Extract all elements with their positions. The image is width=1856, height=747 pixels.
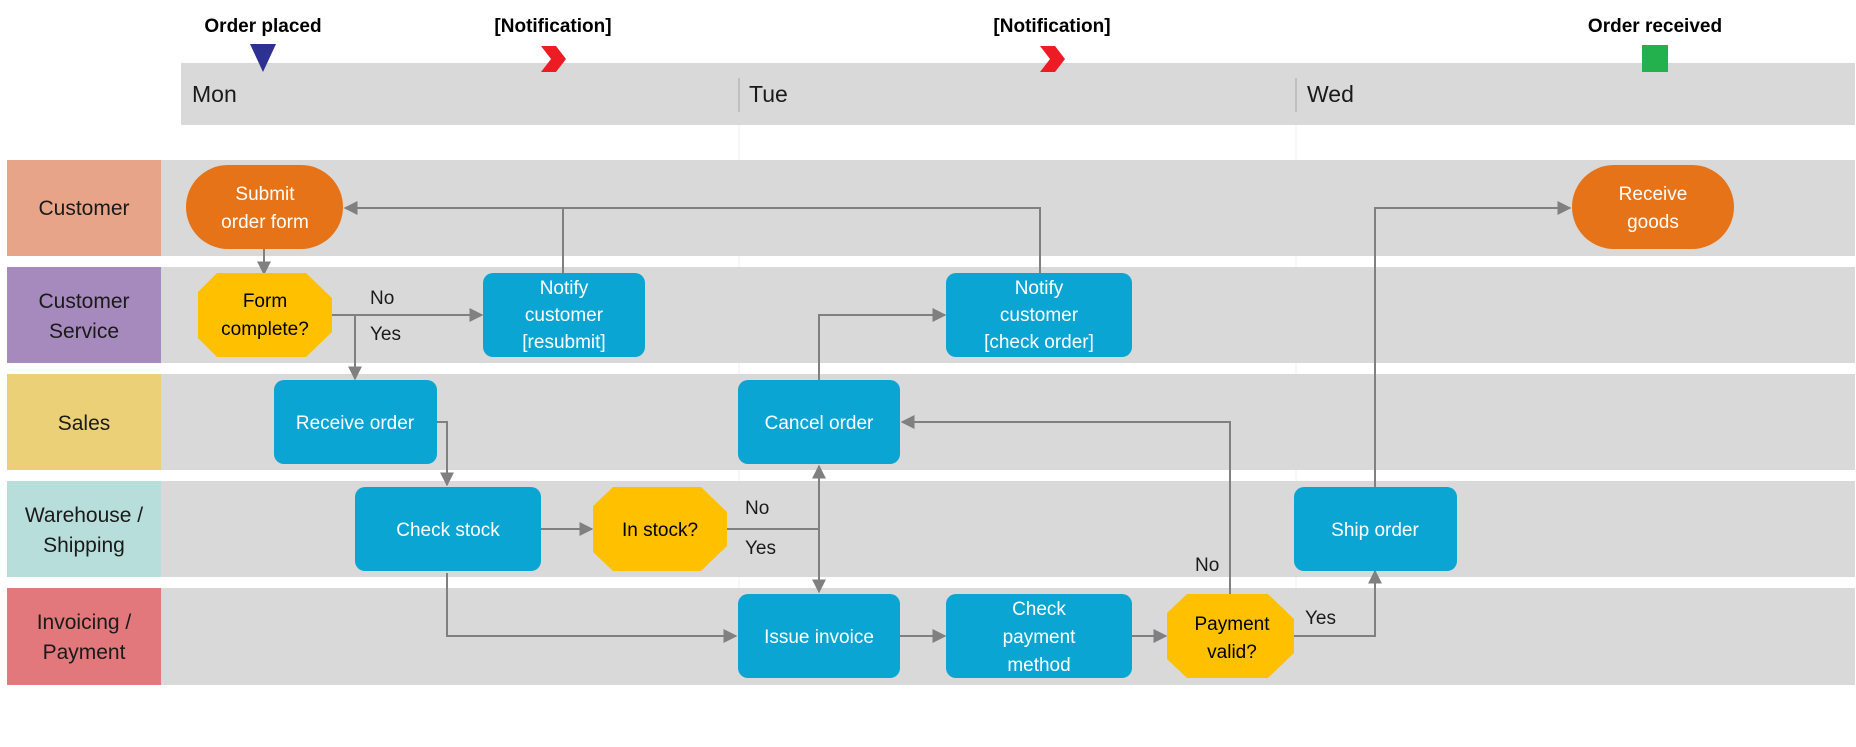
- edge-label-payment-yes: Yes: [1305, 608, 1336, 629]
- node-label-payment-valid: Payment: [1195, 614, 1271, 635]
- node-label-cancel-order: Cancel order: [765, 413, 874, 434]
- edge-label-stock-no: No: [745, 498, 769, 519]
- edge-label-form-yes: Yes: [370, 324, 401, 345]
- task-check-payment-method: [946, 594, 1132, 678]
- connector-receive-to-stock: [437, 421, 454, 487]
- lane-header-invoicing-payment: [7, 588, 161, 685]
- day-label-wed: Wed: [1307, 81, 1354, 107]
- task-cancel-order: [738, 380, 900, 464]
- lane-header-customer-service: [7, 267, 161, 363]
- task-issue-invoice: [738, 594, 900, 678]
- edge-label-stock-yes: Yes: [745, 538, 776, 559]
- lane-label-customer: Customer: [38, 197, 129, 220]
- decision-in-stock: [593, 487, 727, 571]
- task-check-stock: [355, 487, 541, 571]
- lane-label-customer-service: Customer: [38, 290, 129, 313]
- chevron-icon: [541, 46, 566, 72]
- milestone-label-notification-2: [Notification]: [993, 16, 1110, 37]
- lane-label-customer-service: Service: [49, 320, 119, 343]
- lane-label-sales: Sales: [58, 412, 111, 435]
- node-label-form-complete: complete?: [221, 319, 309, 340]
- node-label-receive-order: Receive order: [296, 413, 415, 434]
- lane-header-sales: [7, 374, 161, 470]
- lane-label-warehouse-shipping: Shipping: [43, 534, 125, 557]
- node-label-check-payment: Check: [1012, 599, 1066, 620]
- node-label-in-stock: In stock?: [622, 520, 698, 541]
- task-notify-customer-resubmit: [483, 273, 645, 357]
- lane-header-warehouse-shipping: [7, 481, 161, 577]
- node-label-notify-check: customer: [1000, 305, 1079, 326]
- connector-cancel-to-notify: [818, 308, 947, 381]
- task-receive-order: [274, 380, 437, 464]
- milestone-label-order-placed: Order placed: [204, 16, 321, 37]
- triangle-down-icon: [250, 44, 276, 72]
- node-label-check-stock: Check stock: [396, 520, 500, 541]
- day-label-tue: Tue: [749, 81, 788, 107]
- terminal-receive-goods: [1572, 165, 1734, 249]
- node-label-ship-order: Ship order: [1331, 520, 1419, 541]
- decision-form-complete: [198, 273, 332, 357]
- milestone-label-notification-1: [Notification]: [494, 16, 611, 37]
- lane-label-warehouse-shipping: Warehouse /: [25, 504, 143, 527]
- node-label-notify-check: [check order]: [984, 332, 1094, 353]
- node-label-notify-check: Notify: [1015, 278, 1064, 299]
- connector-valid-no-to-cancel: [900, 415, 1231, 594]
- day-label-mon: Mon: [192, 81, 237, 107]
- lane-label-invoicing-payment: Payment: [43, 641, 126, 664]
- node-label-submit-order-form: Submit: [235, 184, 295, 205]
- node-label-notify-resubmit: Notify: [540, 278, 589, 299]
- connector-stock-to-invoice: [446, 573, 738, 643]
- chevron-icon: [1040, 46, 1065, 72]
- task-notify-customer-check-order: [946, 273, 1132, 357]
- task-ship-order: [1294, 487, 1457, 571]
- connectors: [257, 201, 1572, 643]
- connector-ship-to-receive-goods: [1374, 201, 1572, 487]
- node-label-form-complete: Form: [243, 291, 287, 312]
- edge-label-form-no: No: [370, 288, 394, 309]
- lane-header-customer: [7, 160, 161, 256]
- timeline: Mon Tue Wed Order placed [Notification] …: [181, 16, 1855, 125]
- square-icon: [1642, 45, 1668, 72]
- nodes: Submit order form Receive goods Form com…: [186, 165, 1734, 678]
- node-label-payment-valid: valid?: [1207, 642, 1257, 663]
- node-label-submit-order-form: order form: [221, 212, 309, 233]
- connector-valid-yes-to-ship: [1293, 569, 1382, 637]
- node-label-check-payment: method: [1007, 655, 1070, 676]
- node-label-issue-invoice: Issue invoice: [764, 627, 874, 648]
- decision-payment-valid: [1167, 594, 1294, 678]
- terminal-submit-order-form: [186, 165, 343, 249]
- node-label-notify-resubmit: customer: [525, 305, 604, 326]
- milestone-label-order-received: Order received: [1588, 16, 1722, 37]
- edge-label-payment-no: No: [1195, 555, 1219, 576]
- node-label-receive-goods: goods: [1627, 212, 1679, 233]
- node-label-receive-goods: Receive: [1619, 184, 1688, 205]
- lane-label-invoicing-payment: Invoicing /: [37, 611, 132, 634]
- timeline-bar: [181, 63, 1855, 125]
- connector-notify-check-to-customer: [563, 207, 1041, 273]
- node-label-check-payment: payment: [1003, 627, 1077, 648]
- node-label-notify-resubmit: [resubmit]: [522, 332, 605, 353]
